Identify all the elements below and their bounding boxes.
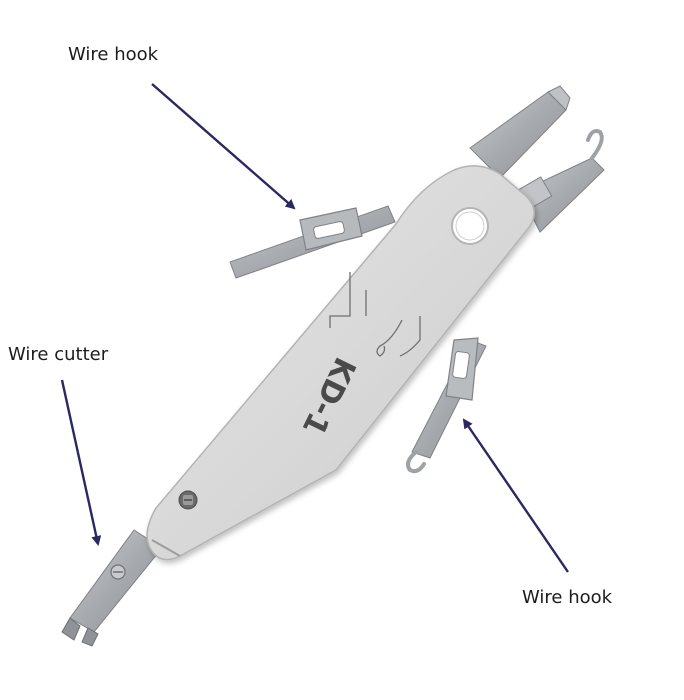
bottom-hook-blade: [406, 337, 487, 474]
tool-handle: [146, 165, 535, 561]
label-top-wire-hook: Wire hook: [68, 44, 159, 65]
blade-icon-markings: [329, 272, 421, 357]
arrow-to-top-hook: [151, 83, 296, 210]
label-bottom-wire-hook: Wire hook: [522, 587, 613, 608]
top-straight-blade: [469, 85, 571, 179]
screw-icon: [178, 490, 198, 510]
hanging-hole: [451, 207, 489, 245]
label-wire-cutter: Wire cutter: [8, 344, 109, 365]
top-left-hook-blade: [229, 205, 396, 279]
arrow-to-cutter: [60, 379, 102, 546]
arrow-to-bottom-hook: [462, 418, 569, 573]
cutter-blade: [61, 529, 163, 647]
